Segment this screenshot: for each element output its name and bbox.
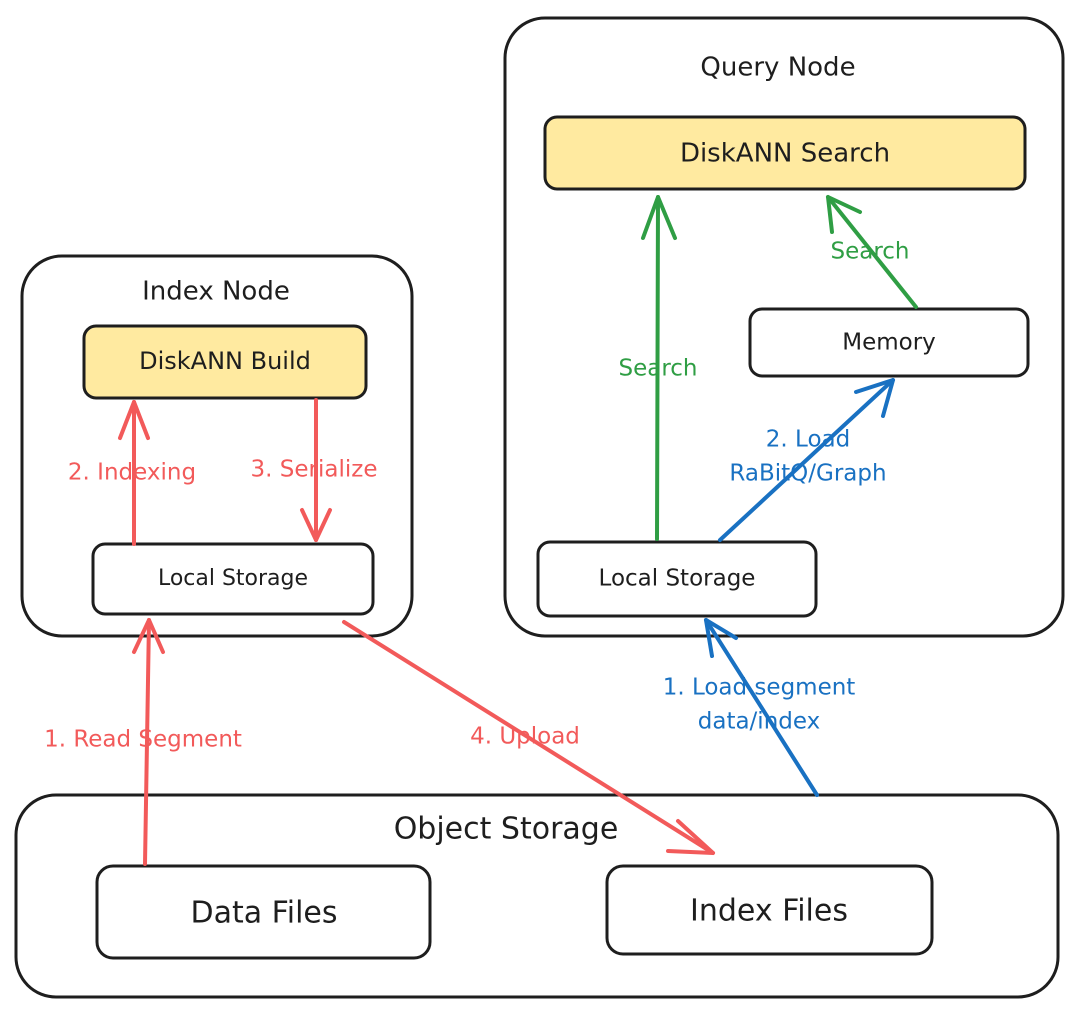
query-local-storage-label: Local Storage	[599, 566, 756, 592]
serialize-arrow	[300, 398, 332, 542]
diskann-search-label: DiskANN Search	[680, 139, 890, 169]
query-node-title: Query Node	[700, 53, 855, 83]
diskann-build-box	[82, 324, 368, 400]
query-local-storage-box	[536, 540, 818, 618]
search-arrow-right	[826, 195, 918, 309]
data-files-label: Data Files	[191, 896, 338, 931]
upload-label: 4. Upload	[470, 724, 580, 750]
load-graph-arrow	[718, 378, 895, 542]
memory-label: Memory	[842, 330, 936, 356]
indexing-arrow	[118, 400, 150, 546]
memory-box	[748, 307, 1030, 378]
index-files-label: Index Files	[690, 894, 848, 929]
index-local-storage-box	[91, 542, 375, 616]
object-storage-title: Object Storage	[394, 812, 619, 847]
diskann-build-label: DiskANN Build	[139, 347, 311, 375]
search-label-right: Search	[830, 239, 909, 265]
serialize-label: 3. Serialize	[251, 457, 378, 483]
data-files-box	[95, 864, 432, 960]
load-segment-label-line2: data/index	[698, 709, 820, 735]
search-arrow-left	[641, 195, 677, 541]
load-graph-label-line2: RaBitQ/Graph	[729, 461, 886, 487]
upload-arrow	[342, 620, 715, 855]
index-local-storage-label: Local Storage	[158, 566, 308, 591]
load-segment-arrow	[704, 618, 819, 797]
load-graph-label-line1: 2. Load	[766, 427, 850, 453]
index-node-title: Index Node	[142, 277, 290, 307]
search-label-left: Search	[618, 356, 697, 382]
read-segment-arrow	[132, 618, 165, 866]
read-segment-label: 1. Read Segment	[44, 727, 242, 753]
indexing-label: 2. Indexing	[68, 460, 196, 486]
load-segment-label-line1: 1. Load segment	[663, 675, 856, 701]
diskann-search-box	[543, 115, 1027, 191]
index-files-box	[605, 864, 934, 956]
